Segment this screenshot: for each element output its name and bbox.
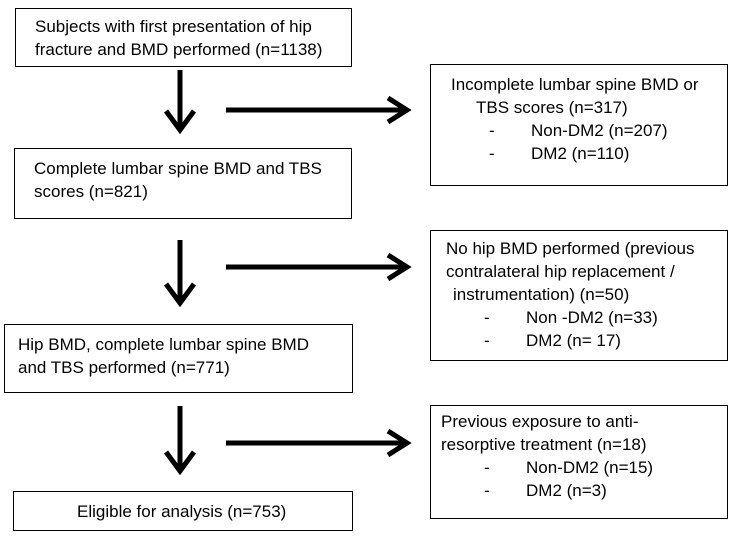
bullet-dash: -: [484, 331, 490, 350]
bullet-dash: -: [484, 458, 490, 477]
down-arrow-2: [163, 240, 197, 308]
right-arrow-3: [226, 428, 412, 458]
box-line: Previous exposure to anti-: [441, 412, 639, 431]
list-item-text: Non-DM2 (n=207): [531, 121, 668, 140]
list-item-text: DM2 (n=3): [526, 481, 607, 500]
right-arrow-2: [226, 252, 412, 282]
box-line: and TBS performed (n=771): [18, 358, 230, 377]
box-line: Incomplete lumbar spine BMD or: [451, 75, 699, 94]
bullet-dash: -: [489, 144, 495, 163]
down-arrow-1: [163, 70, 197, 135]
box-line: Hip BMD, complete lumbar spine BMD: [18, 335, 309, 354]
list-item: - Non-DM2 (n=15): [446, 456, 727, 479]
bullet-dash: -: [484, 481, 490, 500]
box-hip-bmd-performed: Hip BMD, complete lumbar spine BMD and T…: [4, 324, 353, 393]
box-line: fracture and BMD performed (n=1138): [35, 40, 323, 59]
list-item-text: Non -DM2 (n=33): [526, 308, 658, 327]
box-line: TBS scores (n=317): [476, 98, 628, 117]
box-line: instrumentation) (n=50): [453, 285, 630, 304]
box-line: No hip BMD performed (previous: [446, 239, 695, 258]
box-exclusion-incomplete-scores: Incomplete lumbar spine BMD or TBS score…: [430, 64, 728, 186]
box-line: scores (n=821): [34, 182, 148, 201]
bullet-dash: -: [489, 121, 495, 140]
box-exclusion-antiresorptive: Previous exposure to anti- resorptive tr…: [430, 405, 728, 519]
box-subjects-hip-fracture: Subjects with first presentation of hip …: [15, 8, 352, 67]
box-exclusion-no-hip-bmd: No hip BMD performed (previous contralat…: [430, 230, 728, 361]
bullet-dash: -: [484, 308, 490, 327]
box-line: Eligible for analysis (n=753): [77, 502, 287, 521]
box-line: resorptive treatment (n=18): [441, 435, 647, 454]
right-arrow-1: [226, 95, 412, 125]
list-item-text: DM2 (n=110): [531, 144, 630, 163]
list-item-text: Non-DM2 (n=15): [526, 458, 654, 477]
down-arrow-3: [163, 406, 197, 476]
box-eligible-for-analysis: Eligible for analysis (n=753): [13, 491, 353, 531]
list-item-text: DM2 (n= 17): [526, 331, 621, 350]
box-line: Complete lumbar spine BMD and TBS: [34, 159, 322, 178]
list-item: - DM2 (n=110): [451, 142, 727, 165]
box-line: contralateral hip replacement /: [446, 262, 675, 281]
list-item: - DM2 (n= 17): [446, 329, 727, 352]
list-item: - Non-DM2 (n=207): [451, 119, 727, 142]
box-complete-lumbar-spine: Complete lumbar spine BMD and TBS scores…: [14, 148, 352, 219]
box-line: Subjects with first presentation of hip: [35, 17, 312, 36]
list-item: - DM2 (n=3): [446, 479, 727, 502]
list-item: - Non -DM2 (n=33): [446, 306, 727, 329]
